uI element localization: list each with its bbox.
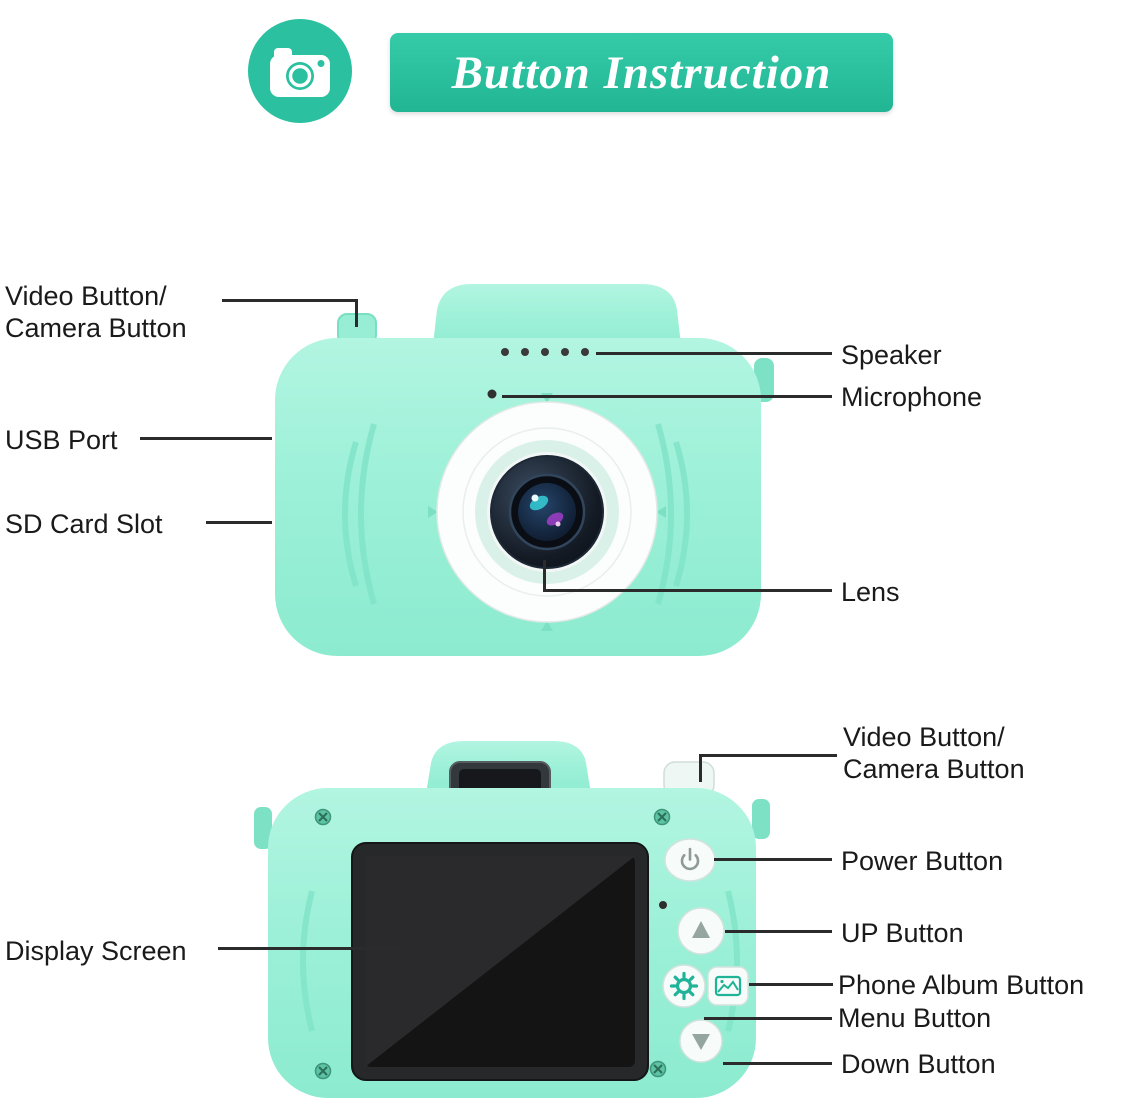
leader-power-button (714, 858, 832, 861)
camera-icon (270, 48, 330, 97)
display-screen (351, 842, 649, 1081)
leader-usb-port (140, 437, 272, 440)
menu-button (662, 964, 706, 1008)
leader-lens-drop (543, 560, 546, 592)
label-lens: Lens (841, 577, 900, 607)
label-microphone: Microphone (841, 382, 983, 412)
label-sd-card-slot: SD Card Slot (5, 509, 163, 539)
label-display-screen: Display Screen (5, 936, 187, 966)
label-down-button: Down Button (841, 1049, 996, 1079)
leader-lens (543, 589, 832, 592)
gear-icon (669, 971, 699, 1001)
leader-sd-card-slot (206, 521, 272, 524)
label-usb-port: USB Port (5, 425, 118, 455)
label-menu-button: Menu Button (838, 1003, 992, 1033)
label-phone-album-button: Phone Album Button (838, 970, 1085, 1000)
label-up-button: UP Button (841, 918, 964, 948)
page-title: Button Instruction (451, 46, 832, 99)
leader-video-button-front (222, 299, 358, 302)
down-button (679, 1019, 723, 1063)
label-line: Video Button/ (5, 281, 167, 311)
label-video-camera-button-back: Video Button/ Camera Button (843, 721, 1025, 786)
microphone-hole (487, 389, 497, 399)
up-arrow-icon (692, 921, 710, 938)
album-icon (714, 975, 742, 997)
strap-lug-right (752, 799, 770, 839)
strap-lug-left (254, 807, 272, 849)
label-line: Video Button/ (843, 722, 1005, 752)
label-line: Camera Button (843, 754, 1025, 785)
speaker-holes (501, 348, 589, 356)
lens (436, 401, 658, 623)
leader-video-button-back (699, 754, 837, 757)
leader-down-button (723, 1062, 832, 1065)
body-shading-back (300, 890, 740, 1032)
body-shading (342, 423, 690, 605)
leader-microphone (502, 395, 832, 398)
camera-back-view (254, 741, 770, 1098)
camera-badge (248, 19, 352, 123)
label-line: Camera Button (5, 313, 187, 344)
leader-video-button-back-drop (699, 754, 702, 782)
down-arrow-icon (692, 1034, 710, 1050)
power-button (664, 838, 716, 882)
phone-album-button (707, 966, 749, 1006)
leader-video-button-front-drop (355, 299, 358, 327)
leader-menu-button (704, 1017, 832, 1020)
leader-speaker (596, 352, 832, 355)
label-video-camera-button-front: Video Button/ Camera Button (5, 280, 187, 345)
leader-phone-album-button (749, 983, 833, 986)
up-button (677, 907, 725, 955)
camera-front-view (275, 284, 774, 656)
label-power-button: Power Button (841, 846, 1004, 876)
screws (314, 808, 671, 1080)
leader-up-button (725, 930, 832, 933)
mic-hole-back (659, 901, 667, 909)
leader-display-screen (218, 947, 402, 950)
title-banner: Button Instruction (390, 33, 893, 112)
power-icon (680, 847, 700, 871)
label-speaker: Speaker (841, 340, 942, 370)
